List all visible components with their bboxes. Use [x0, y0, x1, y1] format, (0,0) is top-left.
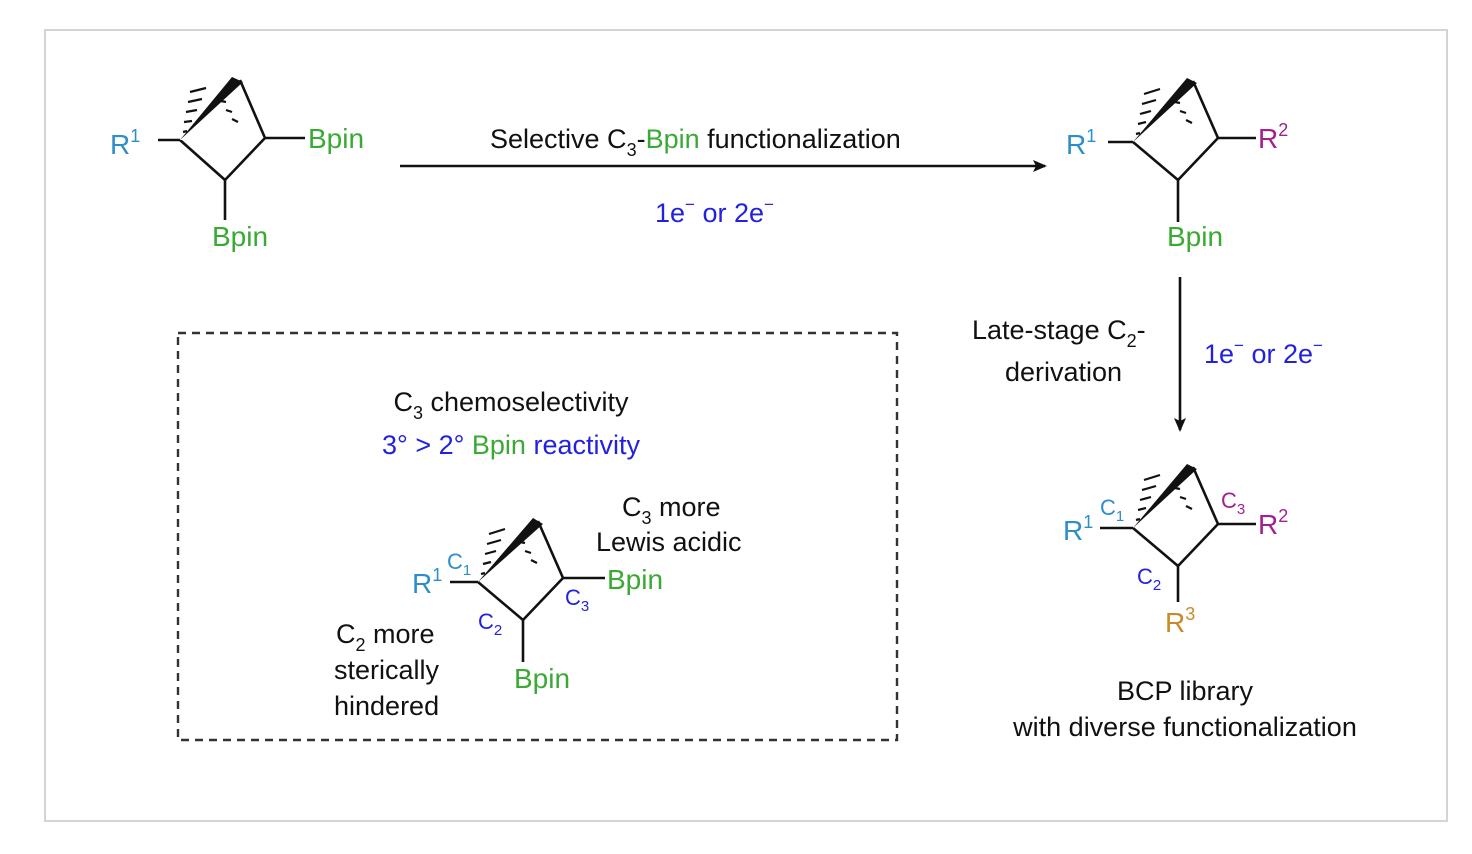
down-arrow-label-line2: derivation: [1005, 357, 1122, 387]
box-c3-label: C3: [565, 585, 589, 615]
box-bpin-right: Bpin: [607, 564, 663, 595]
box-note-c2-line2: sterically: [334, 655, 440, 685]
top-arrow-label: Selective C3-Bpin functionalization: [490, 124, 901, 160]
product2-r3-label: R3: [1165, 604, 1195, 638]
box-c2-label: C2: [478, 609, 502, 639]
down-arrow-conditions: 1e− or 2e−: [1204, 336, 1323, 369]
top-arrow-conditions: 1e− or 2e−: [655, 195, 774, 228]
box-note-c3-line2: Lewis acidic: [596, 527, 742, 557]
box-r1-label: R1: [412, 565, 442, 599]
product1-bpin-bottom: Bpin: [1167, 221, 1223, 252]
chemoselectivity-box: [176, 331, 899, 742]
start-bpin-right: Bpin: [308, 123, 364, 154]
product2-c3-label: C3: [1221, 488, 1245, 518]
product1-molecule: [1108, 78, 1256, 222]
box-note-c2-line3: hindered: [334, 691, 439, 721]
product2-caption-line2: with diverse functionalization: [1012, 712, 1357, 742]
box-note-c3-line1: C3 more: [622, 492, 721, 528]
box-bpin-bottom: Bpin: [514, 663, 570, 694]
product2-molecule: [1100, 464, 1256, 602]
box-title: C3 chemoselectivity: [393, 387, 629, 423]
start-bpin-bottom: Bpin: [212, 221, 268, 252]
product1-r1-label: R1: [1066, 126, 1096, 160]
box-molecule: [450, 518, 605, 662]
box-reactivity: 3° > 2° Bpin reactivity: [382, 430, 640, 460]
box-note-c2-line1: C2 more: [336, 619, 435, 655]
down-arrow-label-line1: Late-stage C2-: [972, 315, 1146, 351]
start-molecule: [158, 77, 305, 220]
box-c1-label: C1: [447, 549, 471, 579]
figure-frame: [44, 29, 1448, 822]
product2-c2-label: C2: [1137, 564, 1161, 594]
product2-c1-label: C1: [1100, 495, 1124, 525]
product1-r2-label: R2: [1258, 120, 1288, 154]
product2-r1-label: R1: [1063, 512, 1093, 546]
product2-caption-line1: BCP library: [1117, 676, 1254, 706]
start-r1-label: R1: [110, 126, 140, 160]
product2-r2-label: R2: [1258, 506, 1288, 540]
